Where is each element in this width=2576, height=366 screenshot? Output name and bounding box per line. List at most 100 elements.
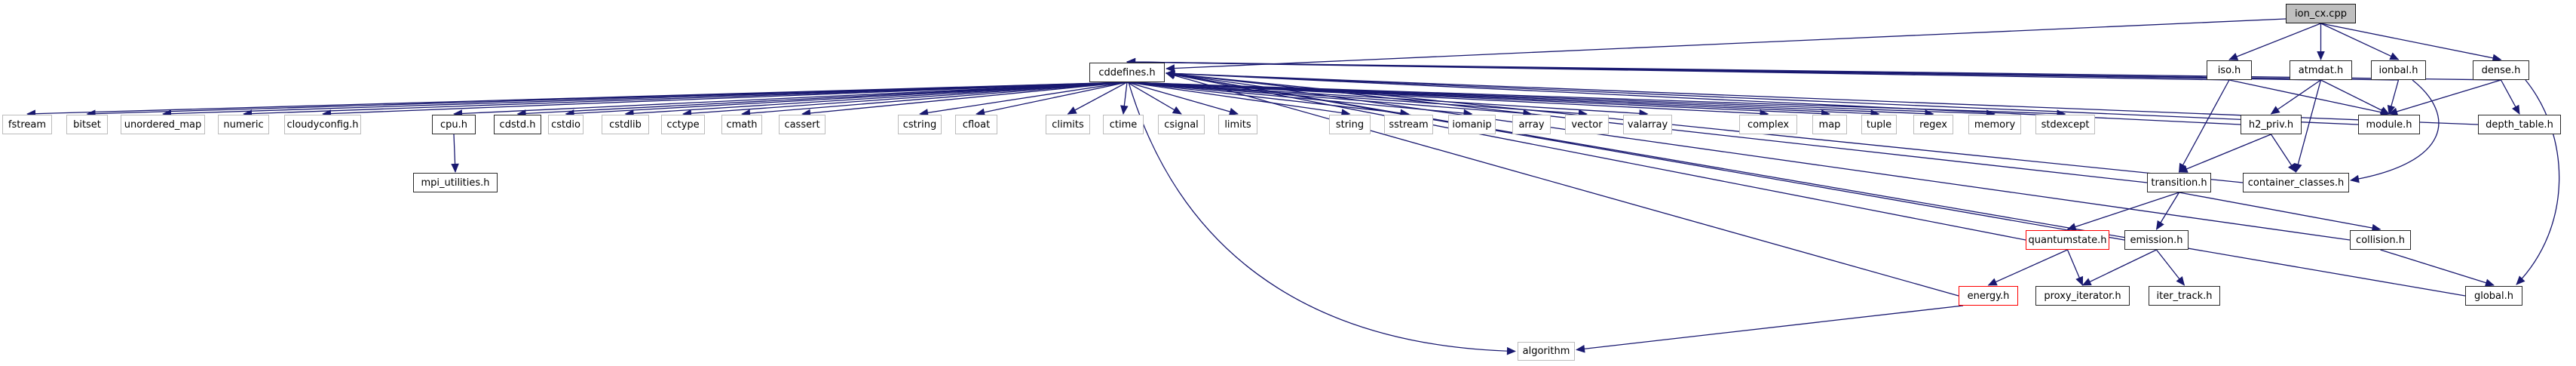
node-quantumstate-h[interactable]: quantumstate.h bbox=[2026, 230, 2109, 250]
edge-emission.h-to-proxy_iterator.h bbox=[2081, 249, 2157, 286]
node-stdexcept[interactable]: stdexcept bbox=[2035, 115, 2095, 134]
edge-cddefines.h-to-algorithm bbox=[1128, 82, 1516, 355]
node-cfloat[interactable]: cfloat bbox=[955, 115, 997, 134]
edge-dense.h-to-global.h bbox=[2516, 79, 2560, 285]
edge-module.h-to-cddefines.h bbox=[1165, 69, 2359, 125]
edge-quantumstate.h-to-cddefines.h bbox=[1165, 70, 2026, 241]
node-array[interactable]: array bbox=[1512, 115, 1551, 134]
edge-cddefines.h-to-array bbox=[1126, 82, 1533, 118]
node-cloudyconfig-h[interactable]: cloudyconfig.h bbox=[284, 115, 361, 134]
node-emission-h[interactable]: emission.h bbox=[2124, 230, 2189, 250]
node-tuple[interactable]: tuple bbox=[1861, 115, 1897, 134]
edge-cddefines.h-to-cstdio bbox=[565, 82, 1128, 118]
edge-atmdat.h-to-h2_priv.h bbox=[2270, 79, 2321, 115]
edge-cddefines.h-to-cfloat bbox=[976, 82, 1128, 116]
edge-energy.h-to-cddefines.h bbox=[1165, 71, 1959, 297]
edge-cddefines.h-to-cstring bbox=[919, 82, 1128, 117]
edge-cddefines.h-to-sstream bbox=[1126, 82, 1410, 118]
edge-h2_priv.h-to-container_classes.h bbox=[2270, 134, 2297, 173]
node-valarray[interactable]: valarray bbox=[1623, 115, 1672, 134]
edge-transition.h-to-quantumstate.h bbox=[2066, 192, 2179, 231]
edge-cddefines.h-to-cpu.h bbox=[453, 82, 1128, 118]
node-iomanip[interactable]: iomanip bbox=[1448, 115, 1496, 134]
node-module-h[interactable]: module.h bbox=[2358, 115, 2420, 134]
node-atmdat-h[interactable]: atmdat.h bbox=[2290, 60, 2352, 80]
edge-energy.h-to-algorithm bbox=[1576, 305, 1964, 353]
node-cdstd-h[interactable]: cdstd.h bbox=[494, 115, 541, 134]
node-sstream[interactable]: sstream bbox=[1384, 115, 1433, 134]
edge-cddefines.h-to-cstdlib bbox=[624, 82, 1128, 118]
node-cstdlib[interactable]: cstdlib bbox=[602, 115, 649, 134]
edge-iso.h-to-transition.h bbox=[2178, 79, 2230, 173]
edge-cddefines.h-to-csignal bbox=[1126, 82, 1182, 115]
node-iso-h[interactable]: iso.h bbox=[2207, 60, 2252, 80]
edge-cddefines.h-to-cloudyconfig.h bbox=[322, 82, 1128, 118]
node-ion-cx-cpp[interactable]: ion_cx.cpp bbox=[2286, 4, 2356, 23]
node-global-h[interactable]: global.h bbox=[2465, 286, 2522, 306]
node-transition-h[interactable]: transition.h bbox=[2147, 173, 2211, 192]
node-fstream[interactable]: fstream bbox=[2, 115, 52, 134]
edge-dense.h-to-module.h bbox=[2388, 79, 2501, 115]
edge-collision.h-to-global.h bbox=[2380, 249, 2495, 287]
node-regex[interactable]: regex bbox=[1913, 115, 1953, 134]
node-memory[interactable]: memory bbox=[1968, 115, 2021, 134]
node-cstdio[interactable]: cstdio bbox=[548, 115, 584, 134]
edge-quantumstate.h-to-proxy_iterator.h bbox=[2066, 249, 2084, 286]
node-cmath[interactable]: cmath bbox=[721, 115, 762, 134]
node-algorithm[interactable]: algorithm bbox=[1518, 342, 1575, 361]
node-complex[interactable]: complex bbox=[1739, 115, 1797, 134]
edge-cpu.h-to-mpi_utilities.h bbox=[451, 134, 459, 173]
edge-atmdat.h-to-container_classes.h bbox=[2294, 79, 2322, 173]
edge-cddefines.h-to-cassert bbox=[801, 82, 1128, 118]
node-climits[interactable]: climits bbox=[1046, 115, 1090, 134]
node-string[interactable]: string bbox=[1329, 115, 1371, 134]
node-cddefines-h[interactable]: cddefines.h bbox=[1089, 63, 1165, 82]
edge-global.h-to-cddefines.h bbox=[1165, 70, 2466, 297]
node-ionbal-h[interactable]: ionbal.h bbox=[2371, 60, 2426, 80]
node-dense-h[interactable]: dense.h bbox=[2473, 60, 2529, 80]
edge-cddefines.h-to-vector bbox=[1126, 82, 1588, 118]
node-numeric[interactable]: numeric bbox=[218, 115, 269, 134]
node-vector[interactable]: vector bbox=[1565, 115, 1609, 134]
node-map[interactable]: map bbox=[1812, 115, 1847, 134]
edge-transition.h-to-emission.h bbox=[2155, 192, 2180, 230]
edge-ionbal.h-to-module.h bbox=[2387, 79, 2400, 115]
node-collision-h[interactable]: collision.h bbox=[2350, 230, 2411, 250]
node-cassert[interactable]: cassert bbox=[779, 115, 825, 134]
node-limits[interactable]: limits bbox=[1218, 115, 1257, 134]
edge-container_classes.h-to-cddefines.h bbox=[1165, 69, 2244, 183]
node-csignal[interactable]: csignal bbox=[1158, 115, 1205, 134]
edge-iso.h-to-module.h bbox=[2228, 79, 2390, 116]
edge-transition.h-to-collision.h bbox=[2179, 192, 2381, 232]
edge-cddefines.h-to-ctime bbox=[1120, 82, 1129, 115]
edge-quantumstate.h-to-energy.h bbox=[1987, 249, 2068, 286]
node-cstring[interactable]: cstring bbox=[898, 115, 942, 134]
edge-ionbal.h-to-container_classes.h bbox=[2350, 79, 2440, 183]
node-mpi-utilities-h[interactable]: mpi_utilities.h bbox=[413, 173, 498, 192]
edge-dense.h-to-depth_table.h bbox=[2500, 79, 2520, 115]
edge-cddefines.h-to-cmath bbox=[741, 82, 1128, 118]
node-container-classes-h[interactable]: container_classes.h bbox=[2243, 173, 2349, 192]
node-iter-track-h[interactable]: iter_track.h bbox=[2149, 286, 2220, 306]
node-bitset[interactable]: bitset bbox=[66, 115, 108, 134]
node-unordered-map[interactable]: unordered_map bbox=[121, 115, 205, 134]
node-proxy-iterator-h[interactable]: proxy_iterator.h bbox=[2035, 286, 2130, 306]
edge-ion_cx.cpp-to-dense.h bbox=[2320, 23, 2502, 63]
edge-cddefines.h-to-cctype bbox=[682, 82, 1128, 118]
edge-h2_priv.h-to-transition.h bbox=[2178, 134, 2271, 173]
edge-cddefines.h-to-limits bbox=[1126, 82, 1239, 116]
edge-ion_cx.cpp-to-ionbal.h bbox=[2320, 23, 2400, 60]
edge-collision.h-to-cddefines.h bbox=[1165, 70, 2351, 241]
edge-dense.h-to-cddefines.h bbox=[1126, 57, 2501, 81]
edge-cddefines.h-to-string bbox=[1126, 82, 1351, 117]
node-h2-priv-h[interactable]: h2_priv.h bbox=[2241, 115, 2302, 134]
node-cctype[interactable]: cctype bbox=[661, 115, 705, 134]
node-depth-table-h[interactable]: depth_table.h bbox=[2478, 115, 2561, 134]
edge-atmdat.h-to-module.h bbox=[2320, 79, 2390, 115]
node-ctime[interactable]: ctime bbox=[1103, 115, 1144, 134]
node-energy-h[interactable]: energy.h bbox=[1959, 286, 2018, 306]
node-cpu-h[interactable]: cpu.h bbox=[432, 115, 476, 134]
edge-cddefines.h-to-climits bbox=[1067, 82, 1128, 115]
